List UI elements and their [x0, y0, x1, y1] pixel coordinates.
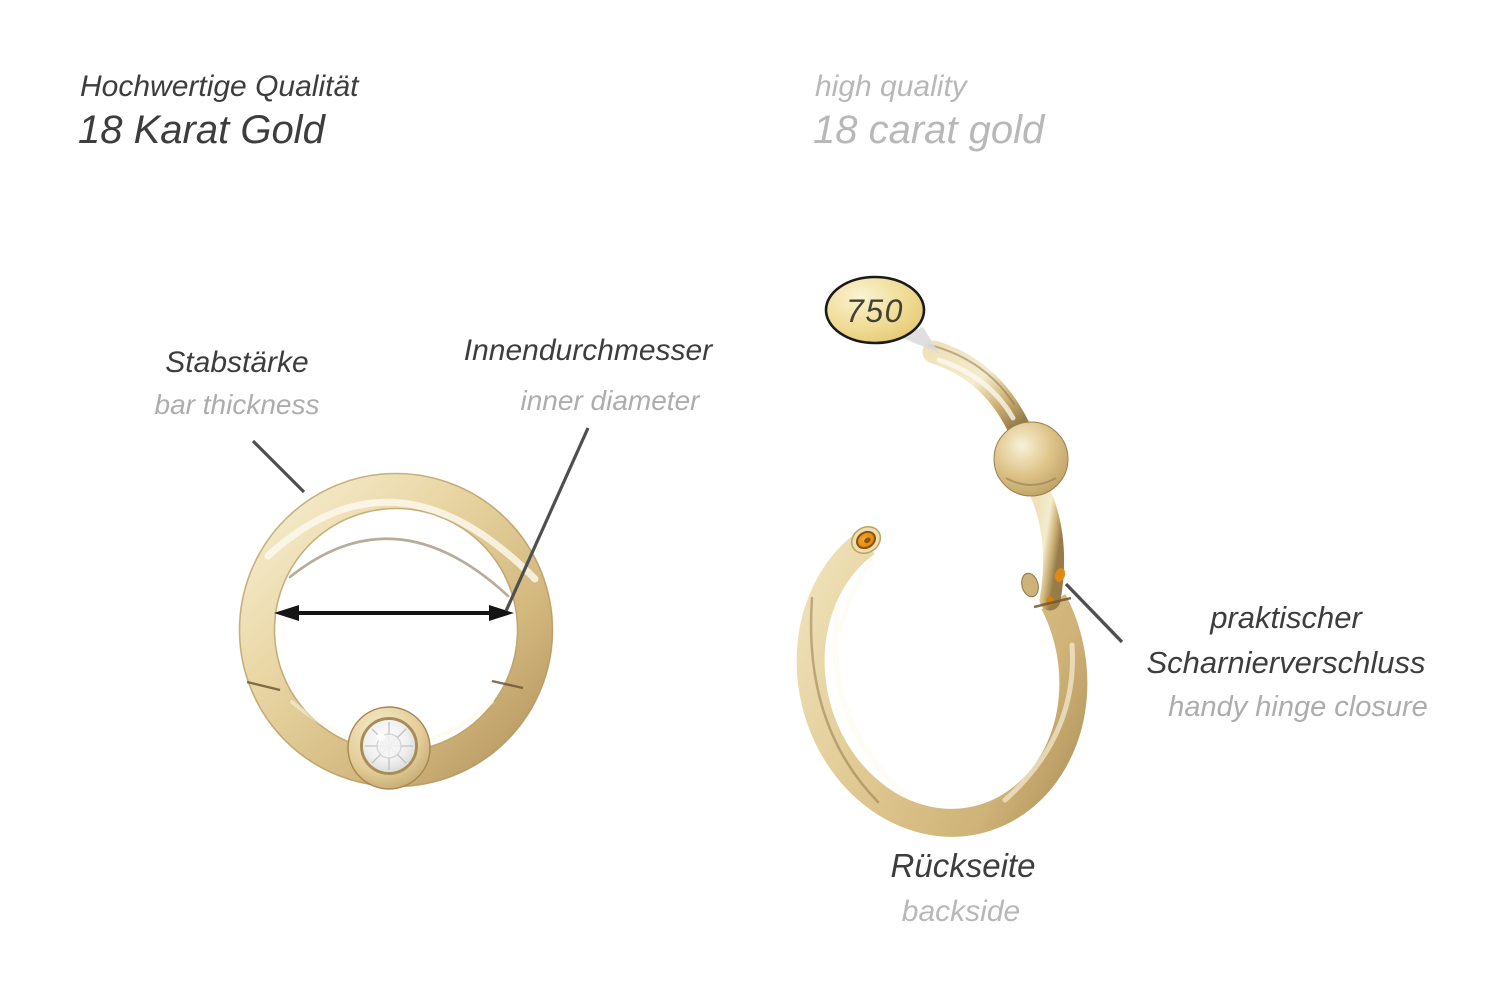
- pointer-line-hinge: [1064, 582, 1124, 644]
- label-hinge-en: handy hinge closure: [1168, 691, 1428, 723]
- pointer-line-inner-diameter: [504, 427, 590, 612]
- pointer-line-bar-thickness: [251, 439, 306, 494]
- inner-diameter-arrow: [274, 605, 514, 621]
- label-inner-diameter-de: Innendurchmesser: [463, 334, 713, 367]
- hinge-segment: [922, 340, 1072, 611]
- hinge-knuckle: [1021, 572, 1039, 598]
- crystal-ball: [347, 706, 431, 790]
- label-bar-thickness-en: bar thickness: [154, 389, 320, 420]
- hinge-ball: [993, 421, 1069, 497]
- label-backside-de: Rückseite: [890, 847, 1036, 884]
- header-english-gold: 18 carat gold: [813, 108, 1045, 152]
- left-ring-image: [238, 427, 590, 790]
- gold-stamp-badge: 750: [824, 275, 939, 353]
- label-hinge-de-line2: Scharnierverschluss: [1146, 645, 1426, 680]
- hinge-seam: [1033, 596, 1072, 609]
- label-hinge-de-line1: praktischer: [1210, 600, 1362, 635]
- header-german-quality: Hochwertige Qualität: [80, 70, 359, 103]
- stamp-text: 750: [846, 293, 904, 329]
- segment-seam-left: [246, 680, 281, 692]
- header-english-quality: high quality: [815, 70, 967, 103]
- header-german-gold: 18 Karat Gold: [78, 108, 325, 152]
- right-ring-image: 750: [775, 275, 1170, 837]
- label-bar-thickness-de: Stabstärke: [165, 346, 309, 379]
- open-tube-end: [850, 526, 882, 554]
- segment-seam-right: [491, 679, 524, 690]
- label-inner-diameter-en: inner diameter: [520, 385, 700, 416]
- hinge-glint: [1054, 568, 1066, 582]
- label-backside-en: backside: [901, 895, 1021, 928]
